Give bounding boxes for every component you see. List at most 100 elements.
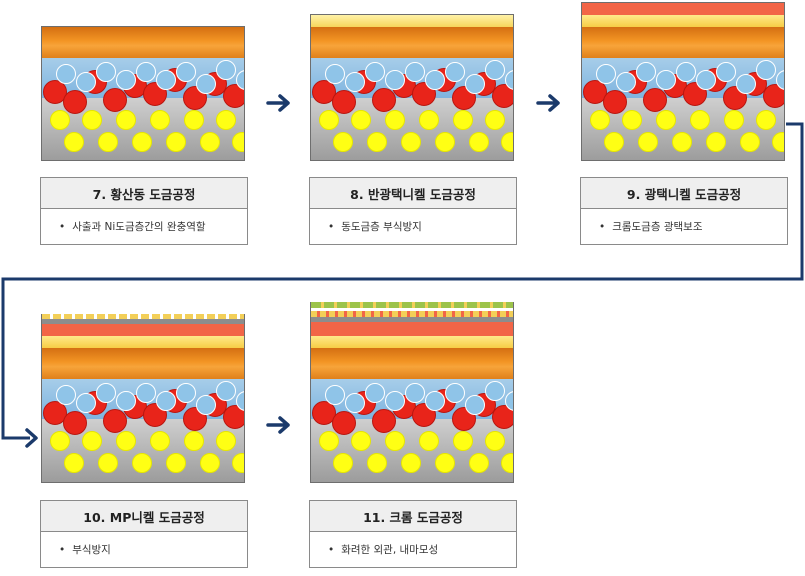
blue-particle	[136, 62, 156, 82]
copper-layer	[42, 348, 244, 379]
layer-diagram	[310, 302, 514, 483]
yellow-particle	[690, 110, 710, 130]
blue-particle	[465, 74, 485, 94]
blue-particle	[485, 381, 505, 401]
blue-particle	[636, 62, 656, 82]
red-particle	[103, 88, 127, 112]
yellow-particle	[435, 453, 455, 473]
blue-particle	[485, 60, 505, 80]
yellow-particle	[638, 132, 658, 152]
yellow-particle	[419, 110, 439, 130]
yellow-particle	[333, 453, 353, 473]
yellow-particle	[64, 132, 84, 152]
yellow-particle	[622, 110, 642, 130]
blue-particle	[345, 72, 365, 92]
step-description: • 화려한 외관, 내마모성	[309, 532, 517, 568]
description-text: 화려한 외관, 내마모성	[341, 544, 439, 556]
yellow-particle	[485, 431, 505, 451]
blue-particle	[365, 383, 385, 403]
yellow-particle	[469, 132, 489, 152]
red-particle	[143, 82, 167, 106]
blue-particle	[176, 62, 196, 82]
arrow-right-icon	[266, 94, 290, 112]
blue-particle	[445, 62, 465, 82]
yellow-particle	[351, 431, 371, 451]
connector-arrow-icon	[1, 122, 804, 448]
red-particle	[372, 88, 396, 112]
yellow-particle	[706, 132, 726, 152]
blue-particle	[96, 62, 116, 82]
blue-particle	[425, 70, 445, 90]
blue-particle	[116, 391, 136, 411]
bullet: •	[328, 543, 335, 556]
blue-particle	[425, 391, 445, 411]
description-text: 사출과 Ni도금층간의 완충역할	[72, 221, 206, 233]
yellow-particle	[184, 431, 204, 451]
blue-particle	[345, 393, 365, 413]
blue-particle	[385, 391, 405, 411]
yellow-particle	[64, 453, 84, 473]
mp-nickel-layer	[311, 311, 513, 317]
description-text: 부식방지	[72, 544, 111, 556]
blue-particle	[216, 60, 236, 80]
yellow-particle	[82, 431, 102, 451]
blue-particle	[405, 62, 425, 82]
yellow-particle	[132, 453, 152, 473]
bullet: •	[328, 220, 335, 233]
yellow-particle	[98, 453, 118, 473]
yellow-particle	[116, 110, 136, 130]
red-particle	[312, 401, 336, 425]
yellow-particle	[501, 453, 513, 473]
semi-bright-nickel-layer	[582, 15, 784, 27]
arrow-right-icon	[536, 94, 560, 112]
yellow-particle	[98, 132, 118, 152]
bullet: •	[599, 220, 606, 233]
blue-particle	[365, 62, 385, 82]
yellow-particle	[501, 132, 513, 152]
step-title: 11. 크롬 도금공정	[309, 500, 517, 532]
blue-particle	[136, 383, 156, 403]
yellow-particle	[604, 132, 624, 152]
blue-particle	[56, 64, 76, 84]
arrow-right-icon	[266, 416, 290, 434]
red-particle	[763, 84, 784, 108]
blue-particle	[196, 74, 216, 94]
yellow-particle	[232, 453, 244, 473]
blue-particle	[156, 70, 176, 90]
bright-nickel-layer	[582, 3, 784, 15]
red-particle	[603, 90, 627, 114]
yellow-particle	[740, 132, 760, 152]
yellow-particle	[453, 110, 473, 130]
yellow-particle	[333, 132, 353, 152]
blue-particle	[616, 72, 636, 92]
step-title: 9. 광택니켈 도금공정	[580, 177, 788, 209]
red-particle	[332, 90, 356, 114]
blue-particle	[696, 70, 716, 90]
yellow-particle	[485, 110, 505, 130]
yellow-particle	[232, 132, 244, 152]
yellow-particle	[724, 110, 744, 130]
blue-particle	[736, 74, 756, 94]
blue-particle	[325, 64, 345, 84]
yellow-particle	[319, 431, 339, 451]
copper-layer	[42, 27, 244, 58]
blue-particle	[196, 395, 216, 415]
layer-diagram	[41, 314, 245, 483]
yellow-particle	[319, 110, 339, 130]
yellow-particle	[200, 453, 220, 473]
bullet: •	[59, 220, 66, 233]
yellow-particle	[435, 132, 455, 152]
blue-particle	[405, 383, 425, 403]
blue-particle	[445, 383, 465, 403]
yellow-particle	[772, 132, 784, 152]
layer-gap	[311, 308, 513, 311]
mp-nickel-layer	[42, 314, 244, 319]
red-particle	[372, 409, 396, 433]
yellow-particle	[672, 132, 692, 152]
yellow-particle	[216, 431, 236, 451]
blue-particle	[716, 62, 736, 82]
yellow-particle	[401, 453, 421, 473]
blue-particle	[156, 391, 176, 411]
blue-particle	[56, 385, 76, 405]
yellow-particle	[200, 132, 220, 152]
